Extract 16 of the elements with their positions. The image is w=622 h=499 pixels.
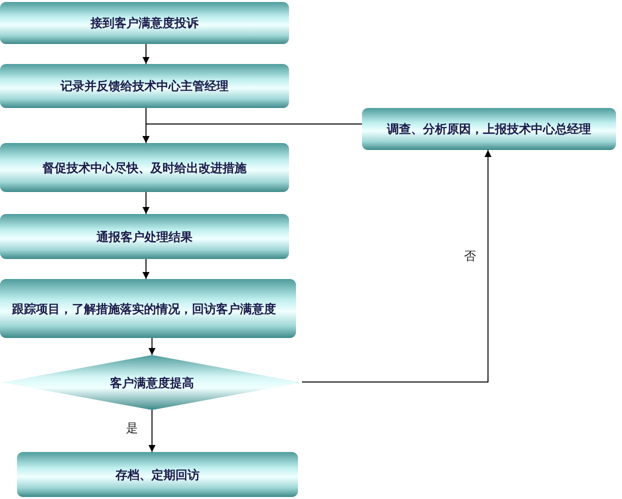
process-box: 存档、定期回访: [17, 452, 298, 497]
process-box: 督促技术中心尽快、及时给出改进措施: [0, 143, 289, 192]
process-box: 调查、分析原因，上报技术中心总经理: [362, 108, 616, 150]
arrow: [142, 192, 150, 214]
edge-label: 是: [124, 420, 140, 437]
process-box: 跟踪项目，了解措施落实的情况，回访客户满意度: [0, 279, 296, 338]
arrow: [148, 410, 156, 452]
arrow: [142, 258, 150, 280]
arrow: [142, 124, 362, 144]
process-box: 通报客户处理结果: [0, 214, 289, 259]
arrow: [142, 44, 150, 64]
process-box: 接到客户满意度投诉: [0, 2, 289, 44]
process-box: 记录并反馈给技术中心主管经理: [0, 64, 289, 108]
arrow: [302, 150, 492, 382]
arrow: [148, 338, 156, 356]
decision-diamond: 客户满意度提高: [2, 355, 302, 410]
